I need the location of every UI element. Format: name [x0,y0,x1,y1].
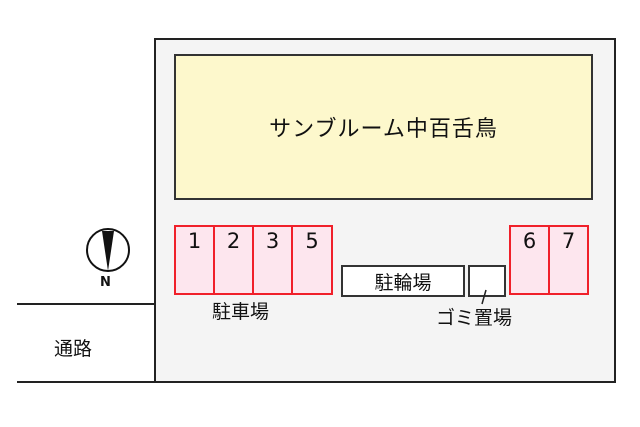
bicycle-parking-label: 駐輪場 [374,271,432,294]
parking-space-3: 3 [252,225,293,295]
parking-space-number: 1 [187,229,202,253]
garbage-area [468,265,506,297]
parking-space-1: 1 [174,225,215,295]
parking-label: 駐車場 [212,301,270,323]
garbage-leader-line [481,289,487,305]
parking-space-number: 7 [561,229,576,253]
building: サンブルーム中百舌鳥 [174,54,593,200]
bicycle-parking: 駐輪場 [341,265,465,297]
parking-space-5: 5 [291,225,333,295]
parking-space-7: 7 [548,225,589,295]
road-bottom-edge [17,381,156,383]
parking-space-number: 5 [305,229,319,253]
north-arrow-icon [86,228,130,272]
garbage-label: ゴミ置場 [436,307,513,329]
parking-space-number: 6 [522,229,537,253]
north-label: N [100,275,111,290]
road-top-edge [17,303,156,305]
parking-space-2: 2 [213,225,254,295]
parking-space-6: 6 [509,225,550,295]
parking-space-number: 3 [265,229,280,253]
building-name: サンブルーム中百舌鳥 [269,117,498,142]
parking-space-number: 2 [226,229,241,253]
road-label: 通路 [54,338,93,360]
